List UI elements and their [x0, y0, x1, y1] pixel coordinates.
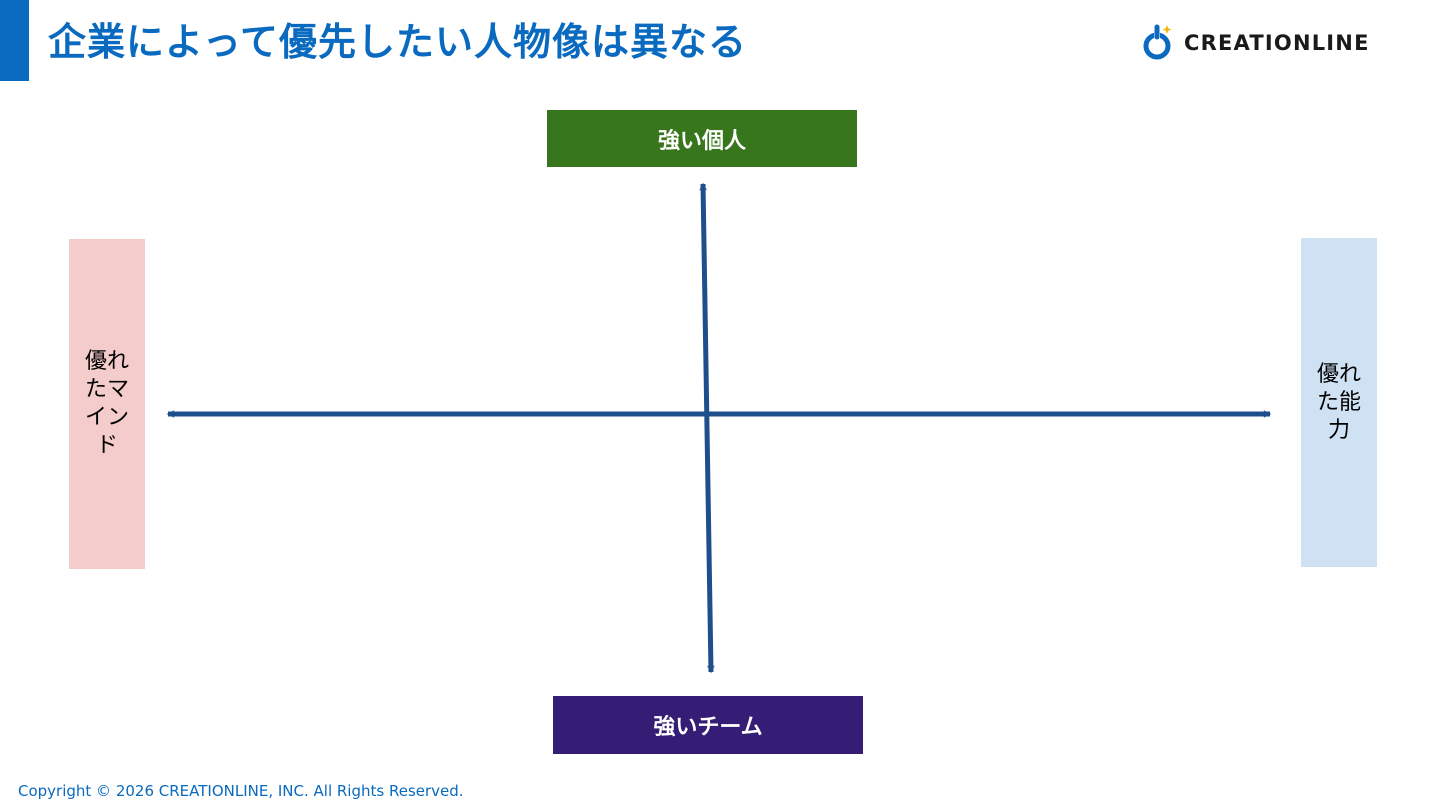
page-title: 企業によって優先したい人物像は異なる	[48, 20, 747, 64]
bottom-label-box: 強いチーム	[553, 696, 863, 754]
creationline-logo-icon	[1143, 24, 1172, 60]
company-logo: CREATIONLINE	[1140, 22, 1385, 66]
copyright-footer: Copyright © 2026 CREATIONLINE, INC. All …	[18, 782, 464, 800]
bottom-label: 強いチーム	[653, 715, 763, 740]
left-label: 優れたマインド	[84, 349, 129, 458]
top-label-box: 強い個人	[547, 110, 857, 167]
right-label: 優れた能力	[1316, 361, 1361, 443]
title-accent-bar	[0, 0, 29, 81]
logo-text: CREATIONLINE	[1184, 31, 1370, 55]
vertical-axis-arrow	[699, 182, 715, 674]
left-label-box: 優れたマインド	[69, 239, 145, 569]
right-label-box: 優れた能力	[1301, 238, 1377, 567]
top-label: 強い個人	[657, 128, 746, 154]
